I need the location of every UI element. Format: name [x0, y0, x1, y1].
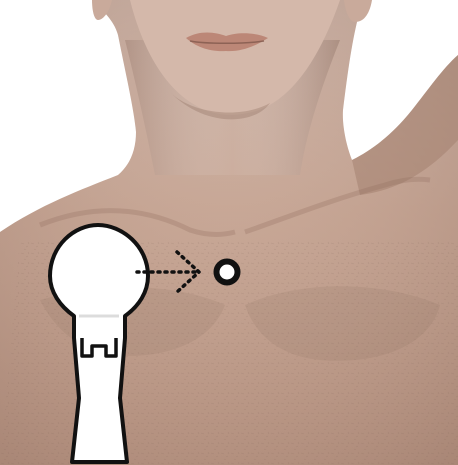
target-icon — [217, 262, 238, 283]
